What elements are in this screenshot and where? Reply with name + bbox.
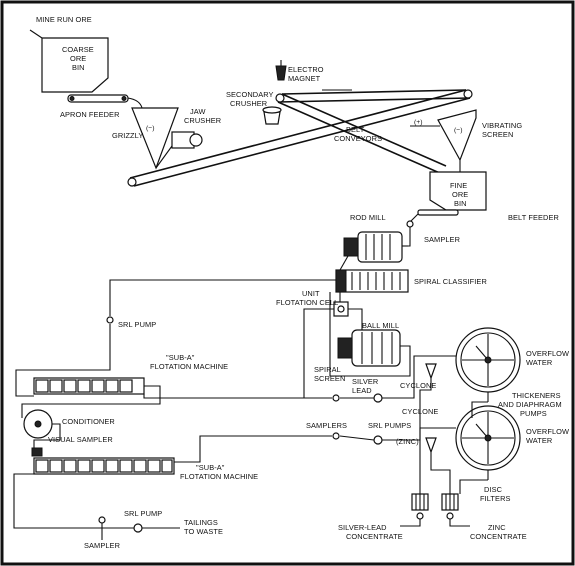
fine-ore-bin-label-3: BIN (454, 199, 467, 208)
jaw-crusher-label-1: JAW (190, 107, 206, 116)
spiral-screen: SPIRAL SCREEN (314, 365, 345, 383)
plus-sign: (+) (414, 119, 423, 126)
thickeners-label-1: THICKENERS (512, 391, 561, 400)
belt-conveyors-label-2: CONVEYORS (334, 134, 382, 143)
sub-a-1-label-1: "SUB-A" (166, 353, 195, 362)
sampler-top-label: SAMPLER (424, 235, 460, 244)
coarse-ore-bin: MINE RUN ORE COARSE ORE BIN (29, 15, 109, 93)
disc-filters-label-1: DISC (484, 485, 503, 494)
cyclone-1: CYCLONE (400, 363, 437, 390)
grizzly-label: GRIZZLY (112, 131, 143, 140)
overflow-water-1-label-2: WATER (526, 358, 552, 367)
electro-magnet-label-2: MAGNET (288, 74, 321, 83)
thickener-2: OVERFLOW WATER (455, 405, 569, 480)
vibrating-screen-minus: (−) (454, 127, 463, 134)
srl-pump-left: SRL PUMP (106, 316, 156, 329)
disc-filters-label-2: FILTERS (480, 494, 511, 503)
fine-ore-bin-label-1: FINE (450, 181, 467, 190)
ball-mill-label: BALL MILL (362, 321, 399, 330)
overflow-water-2-label-2: WATER (526, 436, 552, 445)
spiral-classifier: SPIRAL CLASSIFIER (335, 269, 487, 293)
zinc-concentrate-label-1: ZINC (488, 523, 506, 532)
belt-feeder: BELT FEEDER (417, 209, 559, 222)
sub-a-2-label-1: "SUB-A" (196, 463, 225, 472)
fine-ore-bin: FINE ORE BIN (429, 171, 487, 211)
spiral-screen-label-2: SCREEN (314, 374, 345, 383)
flow-lines (13, 232, 488, 540)
silver-lead-label-1: SILVER (352, 377, 378, 386)
jaw-crusher: JAW CRUSHER (171, 107, 221, 149)
srl-pump-bottom-label: SRL PUMP (124, 509, 162, 518)
samplers-middle: SAMPLERS (306, 394, 347, 440)
belt-conveyors-label-1: BELT (346, 125, 365, 134)
rod-mill-label: ROD MILL (350, 213, 386, 222)
vibrating-screen: (−) VIBRATING SCREEN (437, 109, 522, 172)
overflow-water-1-label-1: OVERFLOW (526, 349, 569, 358)
grizzly: (−) GRIZZLY (112, 107, 179, 170)
sub-a-2-label-2: FLOTATION MACHINE (180, 472, 258, 481)
spiral-classifier-label: SPIRAL CLASSIFIER (414, 277, 487, 286)
srl-pump-left-label: SRL PUMP (118, 320, 156, 329)
thickener-1: OVERFLOW WATER (455, 327, 569, 402)
unit-flotation-cell-label-1: UNIT (302, 289, 320, 298)
vibrating-screen-label-1: VIBRATING (482, 121, 522, 130)
coarse-ore-bin-label-2: ORE (70, 54, 86, 63)
rod-mill: ROD MILL (339, 213, 408, 271)
fine-ore-bin-label-2: ORE (452, 190, 468, 199)
cyclone-1-label: CYCLONE (400, 381, 436, 390)
visual-sampler: VISUAL SAMPLER (31, 435, 113, 457)
spiral-screen-label-1: SPIRAL (314, 365, 341, 374)
tailings-label-2: TO WASTE (184, 527, 223, 536)
conditioner-label: CONDITIONER (62, 417, 115, 426)
sampler-bottom-label: SAMPLER (84, 541, 120, 550)
silver-lead-concentrate-label-1: SILVER-LEAD (338, 523, 387, 532)
sub-a-1-label-2: FLOTATION MACHINE (150, 362, 228, 371)
srl-pumps-label: SRL PUMPS (368, 421, 411, 430)
unit-flotation-cell-label-2: FLOTATION CELL (276, 298, 338, 307)
coarse-ore-bin-label-3: BIN (72, 63, 85, 72)
ball-mill: BALL MILL (337, 321, 411, 370)
belt-conveyors: BELT CONVEYORS (+) (127, 89, 473, 187)
apron-feeder-label: APRON FEEDER (60, 110, 120, 119)
silver-lead-concentrate-label-2: CONCENTRATE (346, 532, 403, 541)
thickeners-label-2: AND DIAPHRAGM (498, 400, 562, 409)
sub-a-flotation-machine-2: "SUB-A" FLOTATION MACHINE (33, 457, 258, 481)
jaw-crusher-label-2: CRUSHER (184, 116, 221, 125)
secondary-crusher-label-2: CRUSHER (230, 99, 267, 108)
grizzly-minus: (−) (146, 125, 155, 132)
coarse-ore-bin-label-1: COARSE (62, 45, 94, 54)
tailings-label-1: TAILINGS (184, 518, 218, 527)
vibrating-screen-label-2: SCREEN (482, 130, 513, 139)
electro-magnet-label-1: ELECTRO (288, 65, 324, 74)
sampler-top: SAMPLER (406, 213, 460, 244)
overflow-water-2-label-1: OVERFLOW (526, 427, 569, 436)
srl-pumps-middle: SRL PUMPS (368, 393, 411, 445)
samplers-label: SAMPLERS (306, 421, 347, 430)
visual-sampler-label: VISUAL SAMPLER (48, 435, 113, 444)
mine-run-ore-label: MINE RUN ORE (36, 15, 92, 24)
silver-lead-label-2: LEAD (352, 386, 372, 395)
belt-feeder-label: BELT FEEDER (508, 213, 559, 222)
zinc-concentrate-label-2: CONCENTRATE (470, 532, 527, 541)
zinc-label: (ZINC) (396, 437, 419, 446)
secondary-crusher: SECONDARY CRUSHER (226, 90, 282, 125)
sub-a-flotation-machine-1: "SUB-A" FLOTATION MACHINE (33, 353, 228, 395)
thickeners-label-3: PUMPS (520, 409, 547, 418)
electro-magnet: ELECTRO MAGNET (275, 60, 324, 83)
secondary-crusher-label-1: SECONDARY (226, 90, 274, 99)
apron-feeder: APRON FEEDER (60, 94, 143, 119)
